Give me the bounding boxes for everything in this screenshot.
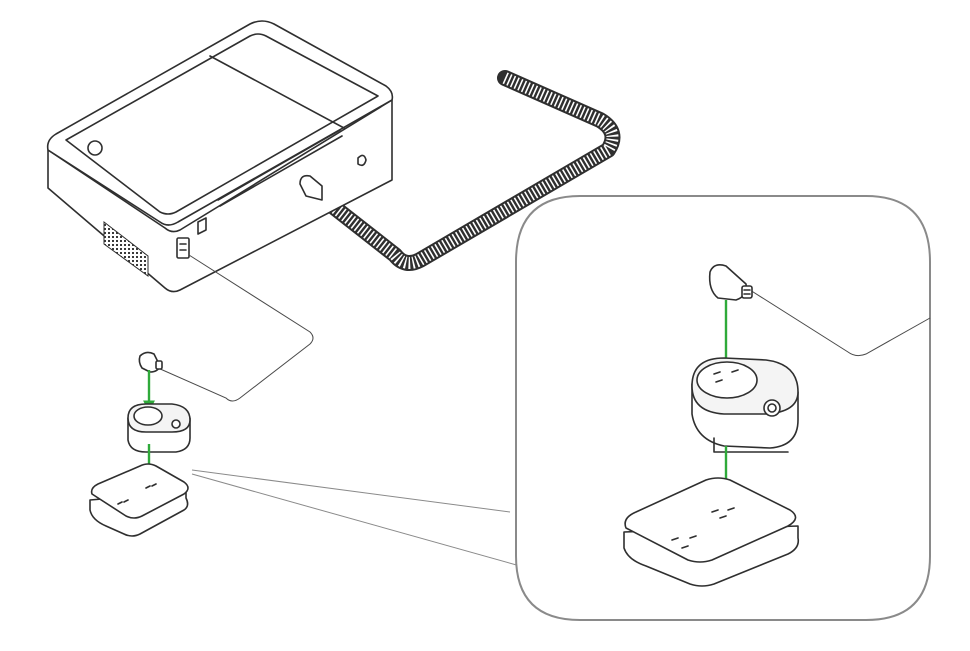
coiled-exhaust-hose: [304, 70, 621, 272]
large-power-cable: [749, 289, 931, 357]
small-wall-outlet-plate: [89, 463, 189, 537]
small-smart-plug-adapter: [127, 403, 191, 453]
large-angled-plug: [708, 264, 753, 301]
power-cable: [157, 254, 314, 402]
large-wall-outlet-plate: [623, 477, 800, 587]
large-smart-plug-adapter: [691, 357, 799, 453]
printer-device: [46, 20, 394, 293]
small-angled-plug: [138, 351, 163, 373]
zoom-callout: [191, 195, 931, 621]
